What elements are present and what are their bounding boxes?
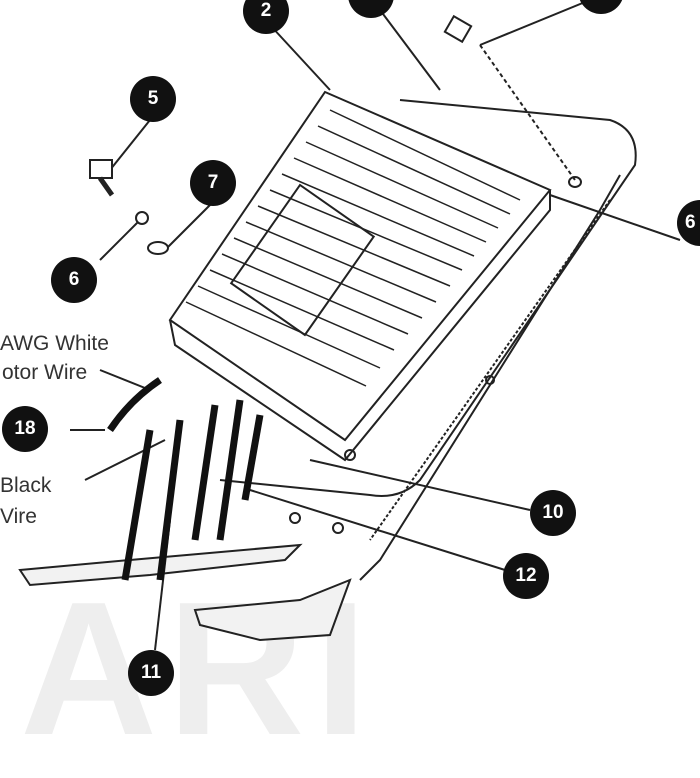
callout-18: 18: [2, 406, 48, 452]
callout-top-right-partial: [578, 0, 624, 14]
bracket-right: [193, 578, 352, 642]
controller-assembly-drawing: [18, 0, 681, 651]
heatsink-fins: [185, 109, 521, 387]
controller-side: [169, 190, 551, 462]
callout-5: 5: [130, 76, 176, 122]
white-wire-label-line2: otor Wire: [2, 361, 88, 384]
callout-11: 11: [128, 650, 174, 696]
callout-10: 10: [530, 490, 576, 536]
white-wire-label-line1: AWG White: [0, 332, 109, 355]
controller-window: [229, 183, 376, 337]
callout-right-edge: 6: [677, 200, 700, 246]
callout-6: 6: [51, 257, 97, 303]
callout-top-partial: [348, 0, 394, 18]
callout-7: 7: [190, 160, 236, 206]
mounting-plate: [219, 99, 637, 497]
controller-top: [168, 90, 552, 442]
wiring-harness: [107, 377, 264, 581]
callout-12: 12: [503, 553, 549, 599]
black-wire-label-line2: Vire: [0, 505, 37, 528]
black-wire-label-line1: Black: [0, 474, 52, 497]
